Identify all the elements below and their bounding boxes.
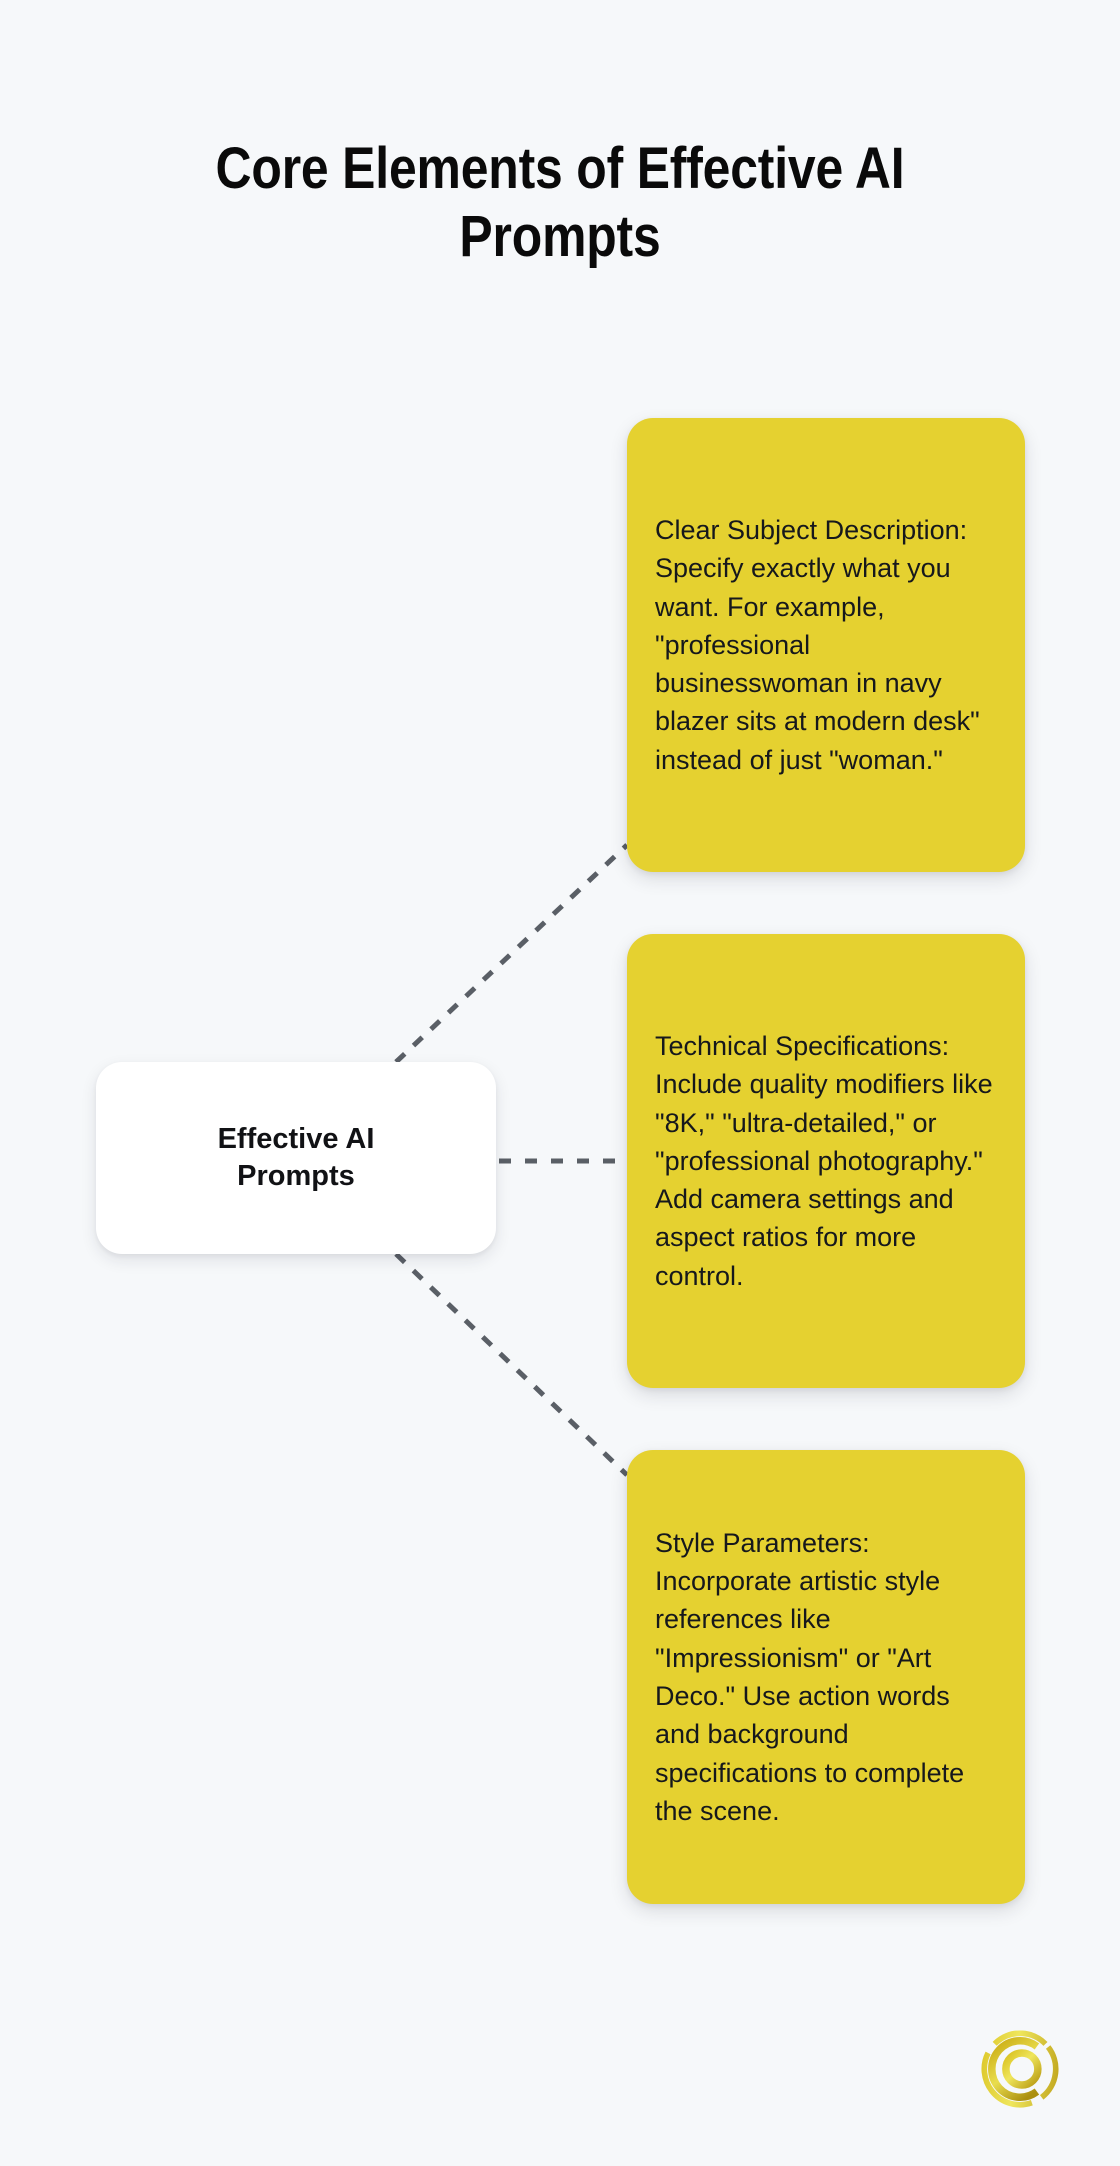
page-title: Core Elements of Effective AI Prompts	[215, 135, 905, 269]
brand-logo-icon	[973, 2022, 1067, 2116]
mindmap-root-node[interactable]: Effective AI Prompts	[96, 1062, 496, 1254]
connector-to-branch-3	[394, 1252, 629, 1477]
mindmap-root-label: Effective AI Prompts	[217, 1122, 375, 1192]
mindmap-branch-card-1[interactable]: Clear Subject Description: Specify exact…	[627, 418, 1025, 872]
mindmap-branch-text-3: Style Parameters: Incorporate artistic s…	[655, 1527, 965, 1826]
mindmap-branch-text-2: Technical Specifications: Include qualit…	[655, 1030, 993, 1291]
mindmap-branch-text-1: Clear Subject Description: Specify exact…	[655, 514, 980, 775]
mindmap-branch-card-3[interactable]: Style Parameters: Incorporate artistic s…	[627, 1450, 1025, 1904]
connector-to-branch-1	[394, 843, 629, 1064]
mindmap-branch-card-2[interactable]: Technical Specifications: Include qualit…	[627, 934, 1025, 1388]
